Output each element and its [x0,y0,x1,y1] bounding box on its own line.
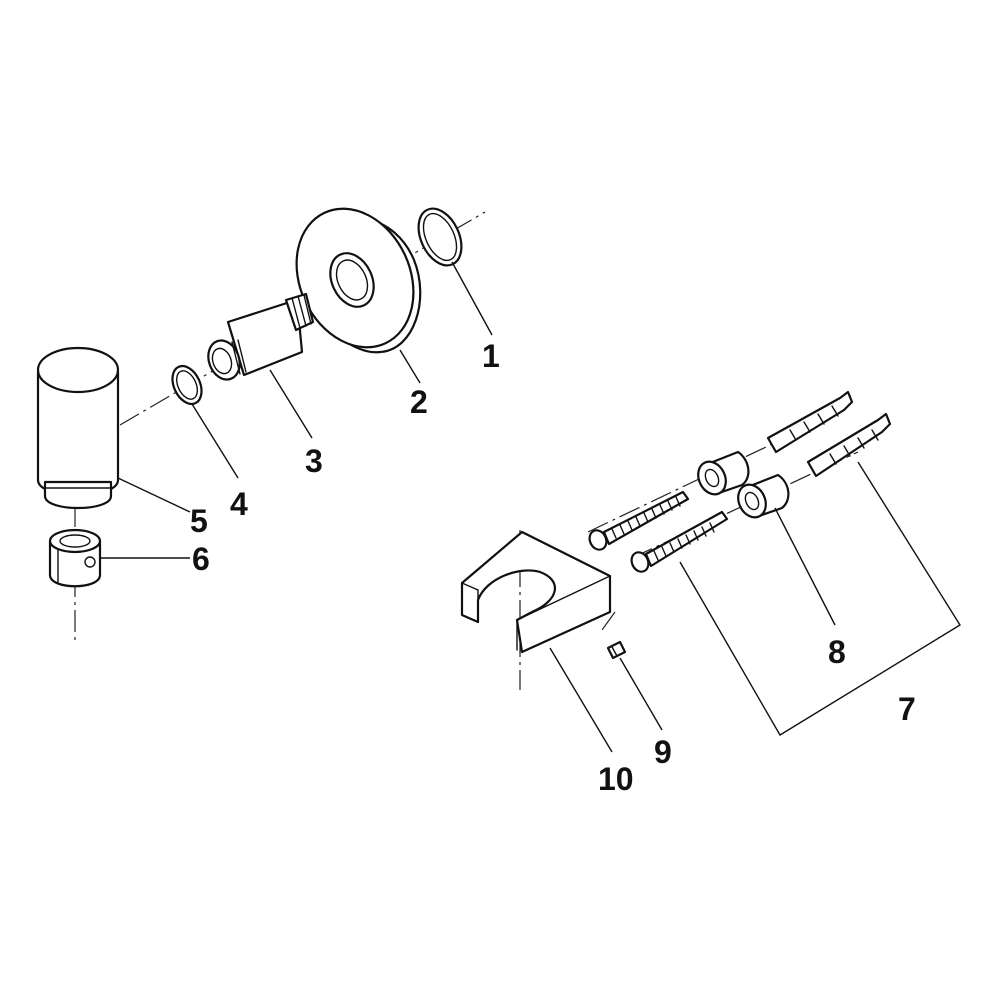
outlet-body-part-5 [36,346,120,510]
callout-3: 3 [305,443,323,479]
callout-numbers: 1 2 3 4 5 6 7 8 9 10 [190,338,916,797]
set-screw-axis [601,611,616,631]
leader-lines [100,261,961,753]
callout-5: 5 [190,503,208,539]
leader-10 [549,647,613,753]
o-ring-part-1 [417,207,463,267]
leader-7 [679,461,961,736]
center-axes [74,211,859,690]
callout-10: 10 [598,761,634,797]
wall-flange-part-2 [295,207,422,354]
callout-9: 9 [654,734,672,770]
o-ring-part-4 [171,364,203,406]
callout-1: 1 [482,338,500,374]
set-screw-part-9 [606,640,627,660]
callout-4: 4 [230,486,248,522]
threaded-insert-part-6 [48,528,102,588]
leader-5 [117,477,191,513]
callout-2: 2 [410,384,428,420]
leader-3 [269,369,313,439]
leader-2 [399,349,421,384]
spacer-sleeves-part-8 [697,450,790,519]
callout-7: 7 [898,691,916,727]
callout-8: 8 [828,634,846,670]
screws-and-plugs-part-7 [588,390,892,573]
leader-1 [451,261,493,336]
shower-holder-part-10 [460,530,612,654]
leader-8 [774,507,836,626]
leader-4 [191,403,239,479]
leader-9 [619,657,663,731]
threaded-connector-part-3 [207,292,315,381]
callout-6: 6 [192,541,210,577]
